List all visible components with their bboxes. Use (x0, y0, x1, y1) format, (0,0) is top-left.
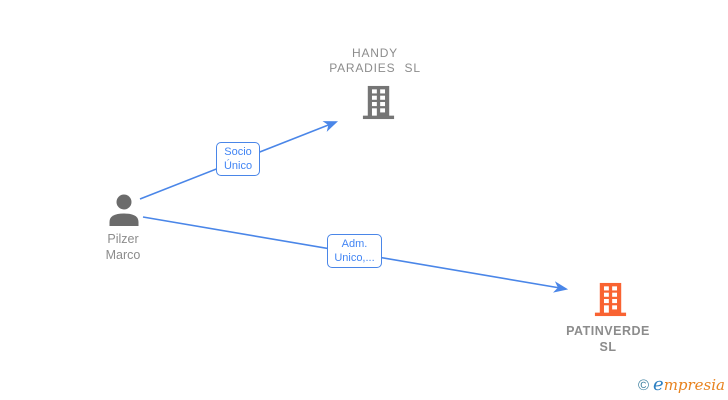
node-company-handy-paradies-sl[interactable] (360, 84, 397, 121)
building-icon (362, 85, 395, 120)
edge-label-line: Unico,... (334, 252, 375, 264)
node-company-patinverde-sl[interactable] (592, 281, 629, 318)
building-icon (594, 282, 627, 317)
node-label-line: SL (599, 339, 617, 354)
brand-rest: mpresia (663, 376, 725, 394)
edge-label-adm-unico: Adm. Unico,... (327, 234, 382, 268)
node-label-pilzer-marco[interactable]: Pilzer Marco (63, 232, 183, 263)
copyright-icon: © (637, 377, 650, 394)
node-label-line: PATINVERDE (566, 324, 650, 338)
edge-label-line: Socio (224, 146, 252, 158)
edge-label-line: Adm. (341, 238, 368, 250)
node-label-handy-paradies-sl[interactable]: HANDY PARADIES SL (295, 46, 455, 76)
person-icon (109, 194, 139, 226)
brand-initial: e (653, 374, 664, 395)
edge-label-socio-unico: Socio Único (216, 142, 260, 176)
node-label-line: Pilzer (107, 232, 139, 246)
node-label-patinverde-sl[interactable]: PATINVERDE SL (528, 324, 688, 355)
empresia-logo[interactable]: ©empresia (638, 374, 725, 395)
edge-label-line: Único (223, 160, 253, 172)
node-label-line: HANDY (351, 46, 398, 60)
node-label-line: PARADIES SL (329, 61, 421, 75)
node-label-line: Marco (105, 247, 141, 262)
node-person-pilzer-marco[interactable] (108, 193, 140, 227)
